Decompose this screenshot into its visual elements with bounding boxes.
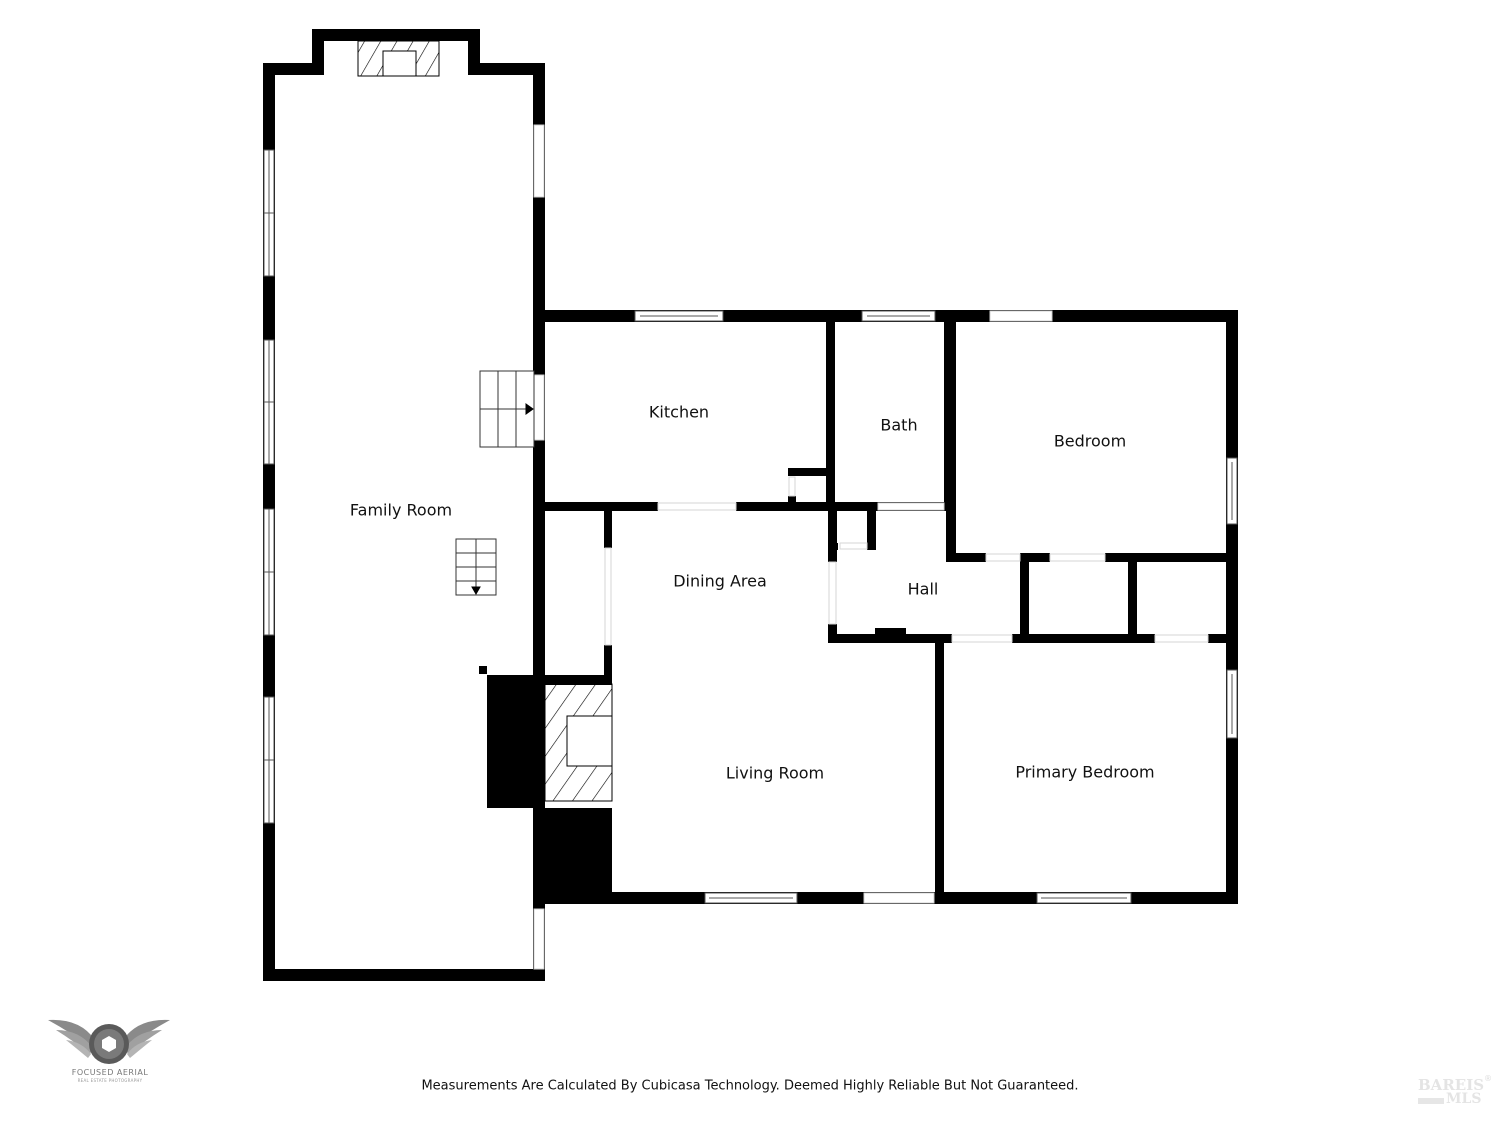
measurement-disclaimer: Measurements Are Calculated By Cubicasa … [421,1078,1079,1094]
fireplace-living-room [479,666,613,904]
logo-subtitle: REAL ESTATE PHOTOGRAPHY [77,1078,143,1083]
family-room-windows-west [263,149,275,824]
focused-aerial-logo-icon [48,1019,170,1064]
interior-openings [604,476,1209,646]
registered-mark-icon: ® [1484,1074,1492,1083]
mls-top-text: BAREIS [1418,1076,1485,1094]
mls-bar [1418,1098,1444,1104]
room-label-primary-bedroom: Primary Bedroom [1015,762,1155,782]
room-label-dining-area: Dining Area [673,571,767,591]
room-label-hall: Hall [907,579,939,599]
room-label-family-room: Family Room [349,500,453,520]
windows-main [634,310,1238,904]
room-label-bedroom: Bedroom [1053,431,1127,451]
interior-walls [533,318,1238,899]
fireplace-north [357,40,440,77]
stairs-down [455,538,497,596]
room-label-bath: Bath [880,415,918,435]
bareis-mls-watermark: BAREIS MLS ® [1418,1074,1493,1116]
room-label-kitchen: Kitchen [648,402,710,422]
focused-aerial-logo: FOCUSED AERIAL REAL ESTATE PHOTOGRAPHY [40,1010,180,1085]
mls-bottom-text: MLS [1446,1091,1482,1107]
room-label-living-room: Living Room [725,763,825,783]
logo-title: FOCUSED AERIAL [71,1068,149,1077]
openings [533,124,1053,970]
stairs-up [479,370,535,448]
